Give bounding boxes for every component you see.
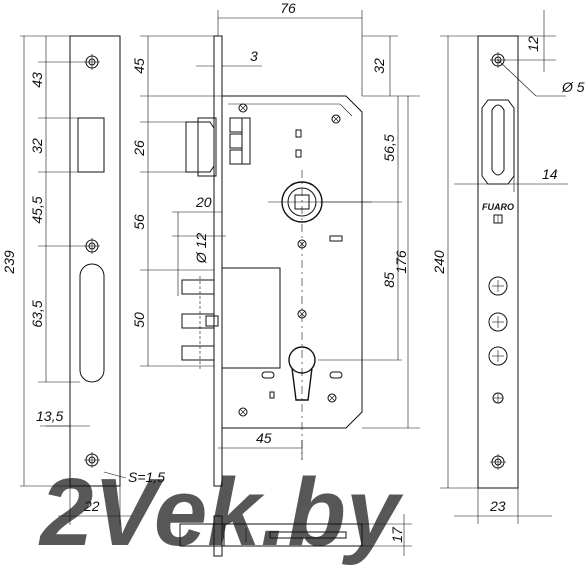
dim-45-top: 45 bbox=[131, 58, 147, 74]
bottom-view bbox=[179, 514, 412, 557]
dim-20: 20 bbox=[195, 194, 212, 210]
dim-26: 26 bbox=[131, 140, 147, 157]
dim-13-5: 13,5 bbox=[36, 408, 63, 424]
dim-239: 239 bbox=[1, 250, 17, 275]
lock-body-dimensions bbox=[140, 10, 420, 460]
dim-76: 76 bbox=[280, 0, 296, 16]
dim-12: 12 bbox=[525, 36, 541, 52]
dim-phi-12: Ø 12 bbox=[193, 233, 209, 265]
dim-45-bottom: 45 bbox=[256, 430, 272, 446]
dim-22: 22 bbox=[83, 498, 100, 514]
dim-32-left: 32 bbox=[29, 138, 45, 154]
dim-85: 85 bbox=[381, 272, 397, 288]
dim-14: 14 bbox=[542, 166, 558, 182]
dim-phi-5: Ø 5 bbox=[561, 79, 585, 95]
dim-45-5: 45,5 bbox=[29, 196, 45, 223]
dim-17: 17 bbox=[389, 526, 405, 543]
dim-3: 3 bbox=[250, 48, 258, 64]
dim-32-top: 32 bbox=[371, 58, 387, 74]
dim-23: 23 bbox=[489, 498, 506, 514]
faceplate-dimensions bbox=[20, 35, 132, 525]
watermark-text: 2Vek.by bbox=[38, 459, 404, 566]
lock-body-view bbox=[181, 35, 372, 487]
dim-56: 56 bbox=[131, 214, 147, 230]
dim-43: 43 bbox=[29, 72, 45, 88]
dim-176: 176 bbox=[393, 250, 409, 274]
dim-63-5: 63,5 bbox=[29, 300, 45, 327]
side-view-dimensions bbox=[440, 10, 568, 524]
brand-logo: FUARO bbox=[482, 202, 514, 212]
dim-50: 50 bbox=[131, 312, 147, 328]
dim-240: 240 bbox=[431, 250, 447, 275]
side-view: FUARO bbox=[477, 35, 519, 489]
thickness-label: S=1,5 bbox=[128, 469, 165, 485]
dim-56-5: 56,5 bbox=[381, 134, 397, 161]
faceplate-front-view bbox=[69, 35, 121, 487]
